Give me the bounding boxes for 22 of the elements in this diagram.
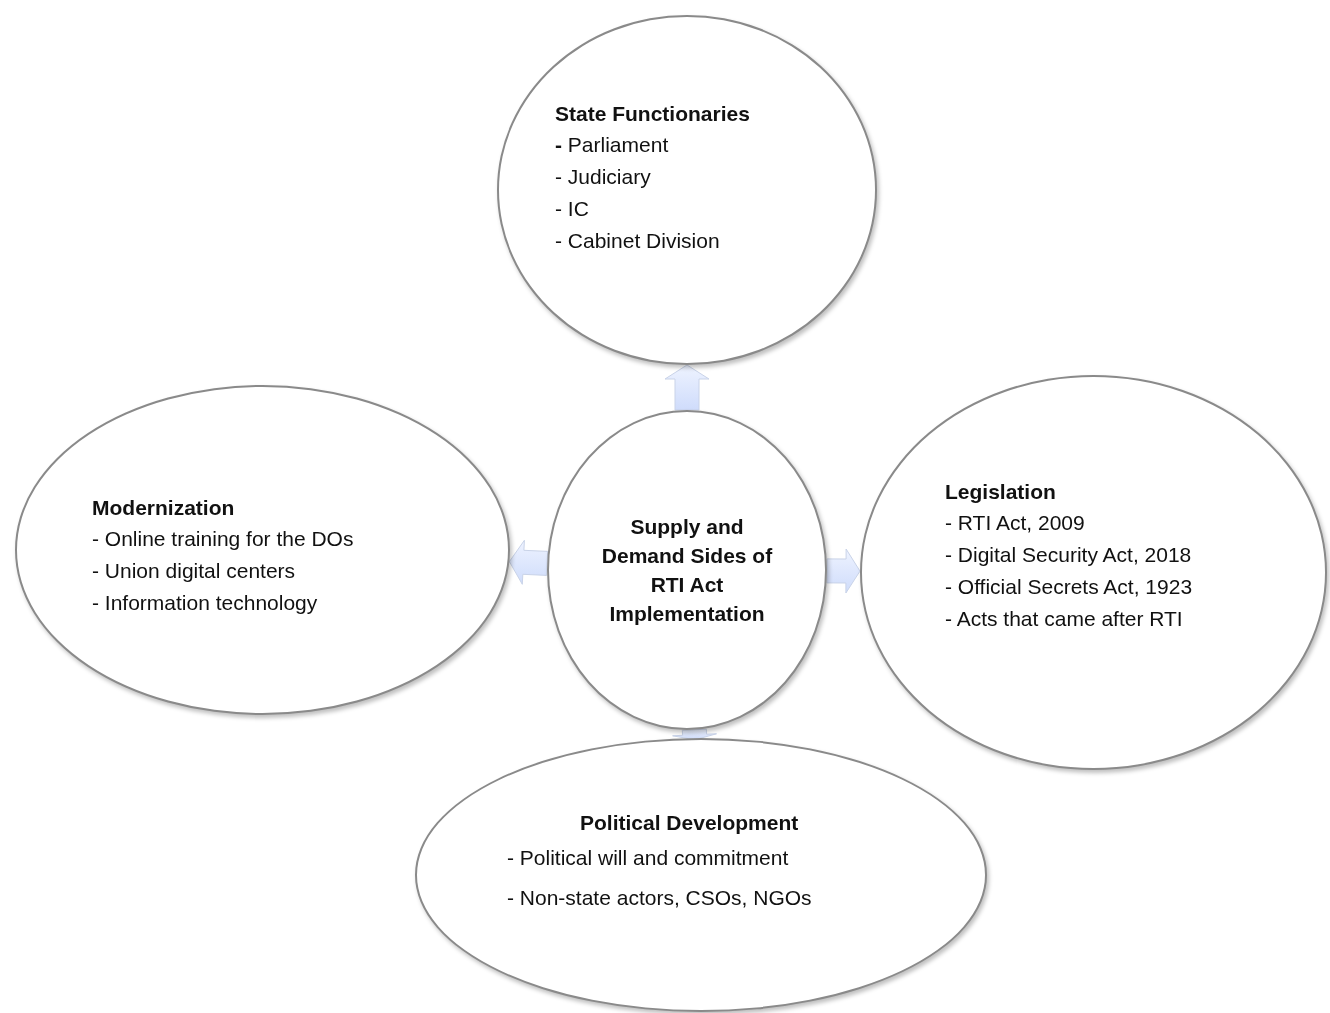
list-item: - Official Secrets Act, 1923: [945, 574, 1193, 600]
list-item: - Cabinet Division: [555, 228, 720, 254]
node-title: Supply and Demand Sides of RTI Act Implementation: [600, 514, 774, 627]
list-item: - Political will and commitment: [507, 845, 789, 871]
node-heading: Modernization: [92, 495, 235, 521]
list-item: - Information technology: [92, 590, 318, 616]
list-item: - Judiciary: [555, 164, 651, 190]
node-heading: Legislation: [945, 479, 1056, 505]
block-arrow: [508, 539, 549, 585]
block-arrow: [672, 728, 717, 741]
list-item: - IC: [555, 196, 589, 222]
list-item: - Digital Security Act, 2018: [945, 542, 1192, 568]
block-arrow: [826, 548, 861, 594]
list-item: - Acts that came after RTI: [945, 606, 1183, 632]
list-item: - Online training for the DOs: [92, 526, 354, 552]
node-heading: State Functionaries: [555, 101, 750, 127]
node-heading: Political Development: [580, 810, 799, 836]
block-arrow: [664, 364, 710, 411]
list-item: - Parliament: [555, 132, 669, 158]
list-item: - Non-state actors, CSOs, NGOs: [507, 885, 812, 911]
list-item: - RTI Act, 2009: [945, 510, 1085, 536]
list-item: - Union digital centers: [92, 558, 296, 584]
